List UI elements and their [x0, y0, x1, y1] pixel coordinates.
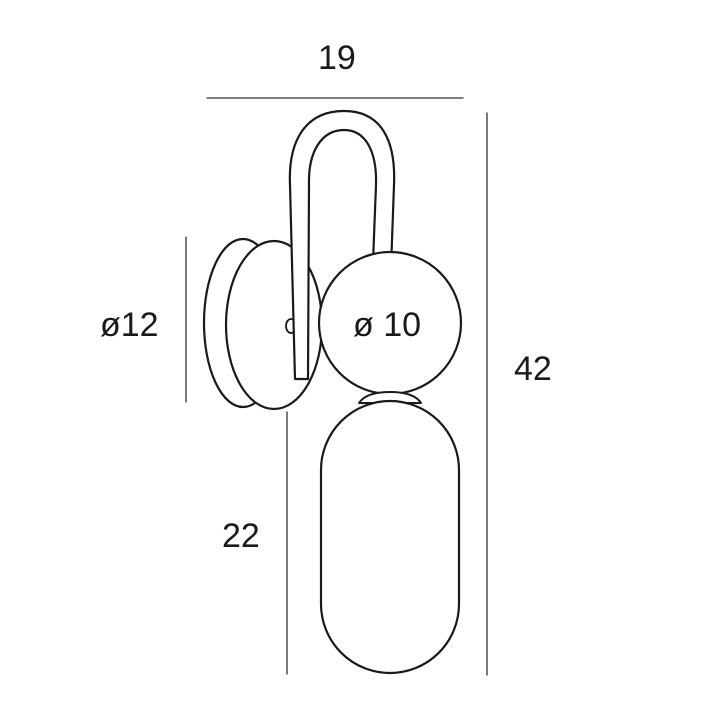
- shade-height-label: 22: [222, 517, 260, 555]
- overall-width-label: 19: [318, 39, 356, 77]
- globe-diameter-label: ø 10: [353, 306, 422, 344]
- overall-height-label: 42: [514, 350, 552, 388]
- wall-plate-diameter-label: ø12: [100, 306, 159, 344]
- curved-arm: [288, 109, 396, 381]
- shade-cap: [358, 391, 422, 404]
- pill-shade: [319, 399, 461, 675]
